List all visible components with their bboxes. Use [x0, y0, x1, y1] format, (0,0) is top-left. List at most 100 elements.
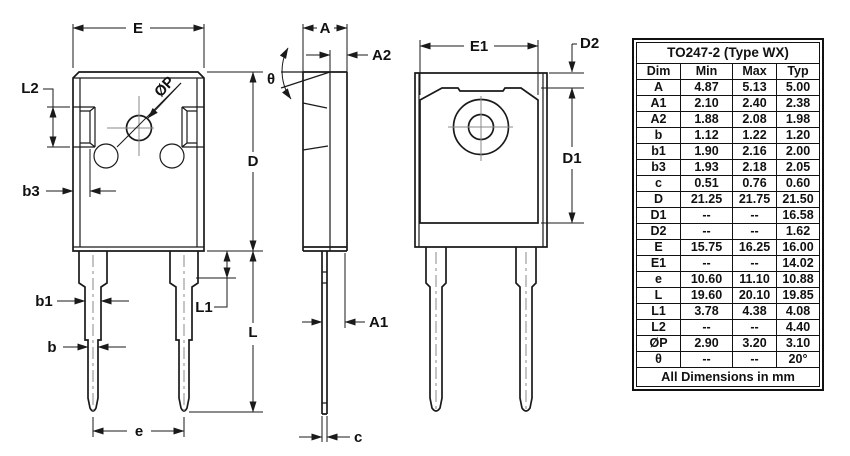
max-cell: 2.16: [732, 143, 777, 160]
table-footer: All Dimensions in mm: [636, 367, 820, 387]
min-cell: --: [680, 207, 733, 224]
dim-label-b1: b1: [35, 293, 53, 310]
table-row: A1 2.10 2.40 2.38: [636, 95, 820, 112]
min-cell: --: [680, 255, 733, 272]
dim-label-E1: E1: [470, 38, 488, 55]
dim-label-theta: θ: [267, 71, 275, 88]
table-row: θ -- -- 20°: [636, 351, 820, 368]
lead-centerlines: [92, 255, 185, 411]
back-view: E1 D2 D1: [414, 35, 599, 412]
dim-label-L: L: [248, 324, 257, 341]
dim-cell: L2: [636, 319, 681, 336]
min-cell: --: [680, 351, 733, 368]
typ-cell: 2.38: [776, 95, 820, 112]
table-body: A 4.87 5.13 5.00 A1 2.10 2.40 2.38 A2 1.…: [636, 79, 820, 368]
table-row: A 4.87 5.13 5.00: [636, 79, 820, 96]
max-cell: --: [732, 351, 777, 368]
typ-cell: 16.58: [776, 207, 820, 224]
typ-cell: 10.88: [776, 271, 820, 288]
side-view: A A2 θ A1 c: [267, 20, 391, 446]
typ-cell: 4.08: [776, 303, 820, 320]
min-cell: 19.60: [680, 287, 733, 304]
table-title: TO247-2 (Type WX): [636, 42, 820, 64]
dim-cell: A2: [636, 111, 681, 128]
min-cell: --: [680, 319, 733, 336]
back-lead-centerlines: [435, 252, 527, 411]
table-row: b1 1.90 2.16 2.00: [636, 143, 820, 160]
min-cell: 21.25: [680, 191, 733, 208]
max-cell: --: [732, 319, 777, 336]
max-cell: --: [732, 207, 777, 224]
typ-cell: 20°: [776, 351, 820, 368]
typ-cell: 1.62: [776, 223, 820, 240]
typ-cell: 1.98: [776, 111, 820, 128]
table-footer-row: All Dimensions in mm: [636, 367, 820, 387]
max-cell: 1.22: [732, 127, 777, 144]
min-cell: 1.93: [680, 159, 733, 176]
max-cell: --: [732, 255, 777, 272]
back-body-outline: [414, 72, 548, 248]
side-lead-ticks: [322, 271, 327, 404]
dim-cell: L1: [636, 303, 681, 320]
dim-label-b: b: [47, 339, 56, 356]
typ-cell: 0.60: [776, 175, 820, 192]
table-row: ØP 2.90 3.20 3.10: [636, 335, 820, 352]
heatsink-pad-outline: [419, 87, 539, 224]
dim-label-c: c: [354, 429, 362, 446]
max-cell: 11.10: [732, 271, 777, 288]
min-cell: 2.90: [680, 335, 733, 352]
back-left-lead: [425, 247, 447, 412]
typ-cell: 2.05: [776, 159, 820, 176]
typ-cell: 4.40: [776, 319, 820, 336]
dim-label-phiP: ØP: [151, 73, 178, 100]
table-row: E 15.75 16.25 16.00: [636, 239, 820, 256]
max-cell: 21.75: [732, 191, 777, 208]
column-header: Dim: [636, 63, 681, 80]
dim-label-D2: D2: [580, 35, 599, 52]
column-header: Typ: [776, 63, 820, 80]
table-row: c 0.51 0.76 0.60: [636, 175, 820, 192]
typ-cell: 3.10: [776, 335, 820, 352]
table-title-row: TO247-2 (Type WX): [636, 42, 820, 64]
back-hole-crosshair: [448, 96, 513, 161]
typ-cell: 2.00: [776, 143, 820, 160]
table-row: D 21.25 21.75 21.50: [636, 191, 820, 208]
max-cell: 3.20: [732, 335, 777, 352]
min-cell: 1.90: [680, 143, 733, 160]
dim-cell: L: [636, 287, 681, 304]
dim-label-A2: A2: [372, 47, 391, 64]
max-cell: 2.18: [732, 159, 777, 176]
column-header: Min: [680, 63, 733, 80]
dim-c-extension: [321, 416, 328, 442]
theta-arc: [279, 47, 292, 100]
dim-D1-extension: [541, 87, 584, 224]
max-cell: --: [732, 223, 777, 240]
dim-label-A1: A1: [369, 314, 388, 331]
typ-cell: 1.20: [776, 127, 820, 144]
max-cell: 4.38: [732, 303, 777, 320]
front-view: E L2 b3 b1 b e D L L1: [21, 20, 263, 440]
max-cell: 2.40: [732, 95, 777, 112]
dim-label-A: A: [320, 20, 331, 37]
table-row: E1 -- -- 14.02: [636, 255, 820, 272]
table-header-row: Dim Min Max Typ: [636, 63, 820, 80]
dim-label-L1: L1: [195, 299, 213, 316]
table-row: D1 -- -- 16.58: [636, 207, 820, 224]
dim-cell: A1: [636, 95, 681, 112]
min-cell: 1.12: [680, 127, 733, 144]
dim-L2-extension: [47, 106, 70, 148]
hole-crosshair: [107, 96, 154, 156]
dim-label-e: e: [135, 423, 143, 440]
dim-cell: D: [636, 191, 681, 208]
column-header: Max: [732, 63, 777, 80]
typ-cell: 21.50: [776, 191, 820, 208]
max-cell: 0.76: [732, 175, 777, 192]
dim-cell: D1: [636, 207, 681, 224]
typ-cell: 16.00: [776, 239, 820, 256]
dim-label-D: D: [248, 153, 259, 170]
table-row: L2 -- -- 4.40: [636, 319, 820, 336]
back-inner-lines: [418, 73, 544, 247]
typ-cell: 5.00: [776, 79, 820, 96]
dim-label-b3: b3: [22, 183, 40, 200]
dim-cell: A: [636, 79, 681, 96]
